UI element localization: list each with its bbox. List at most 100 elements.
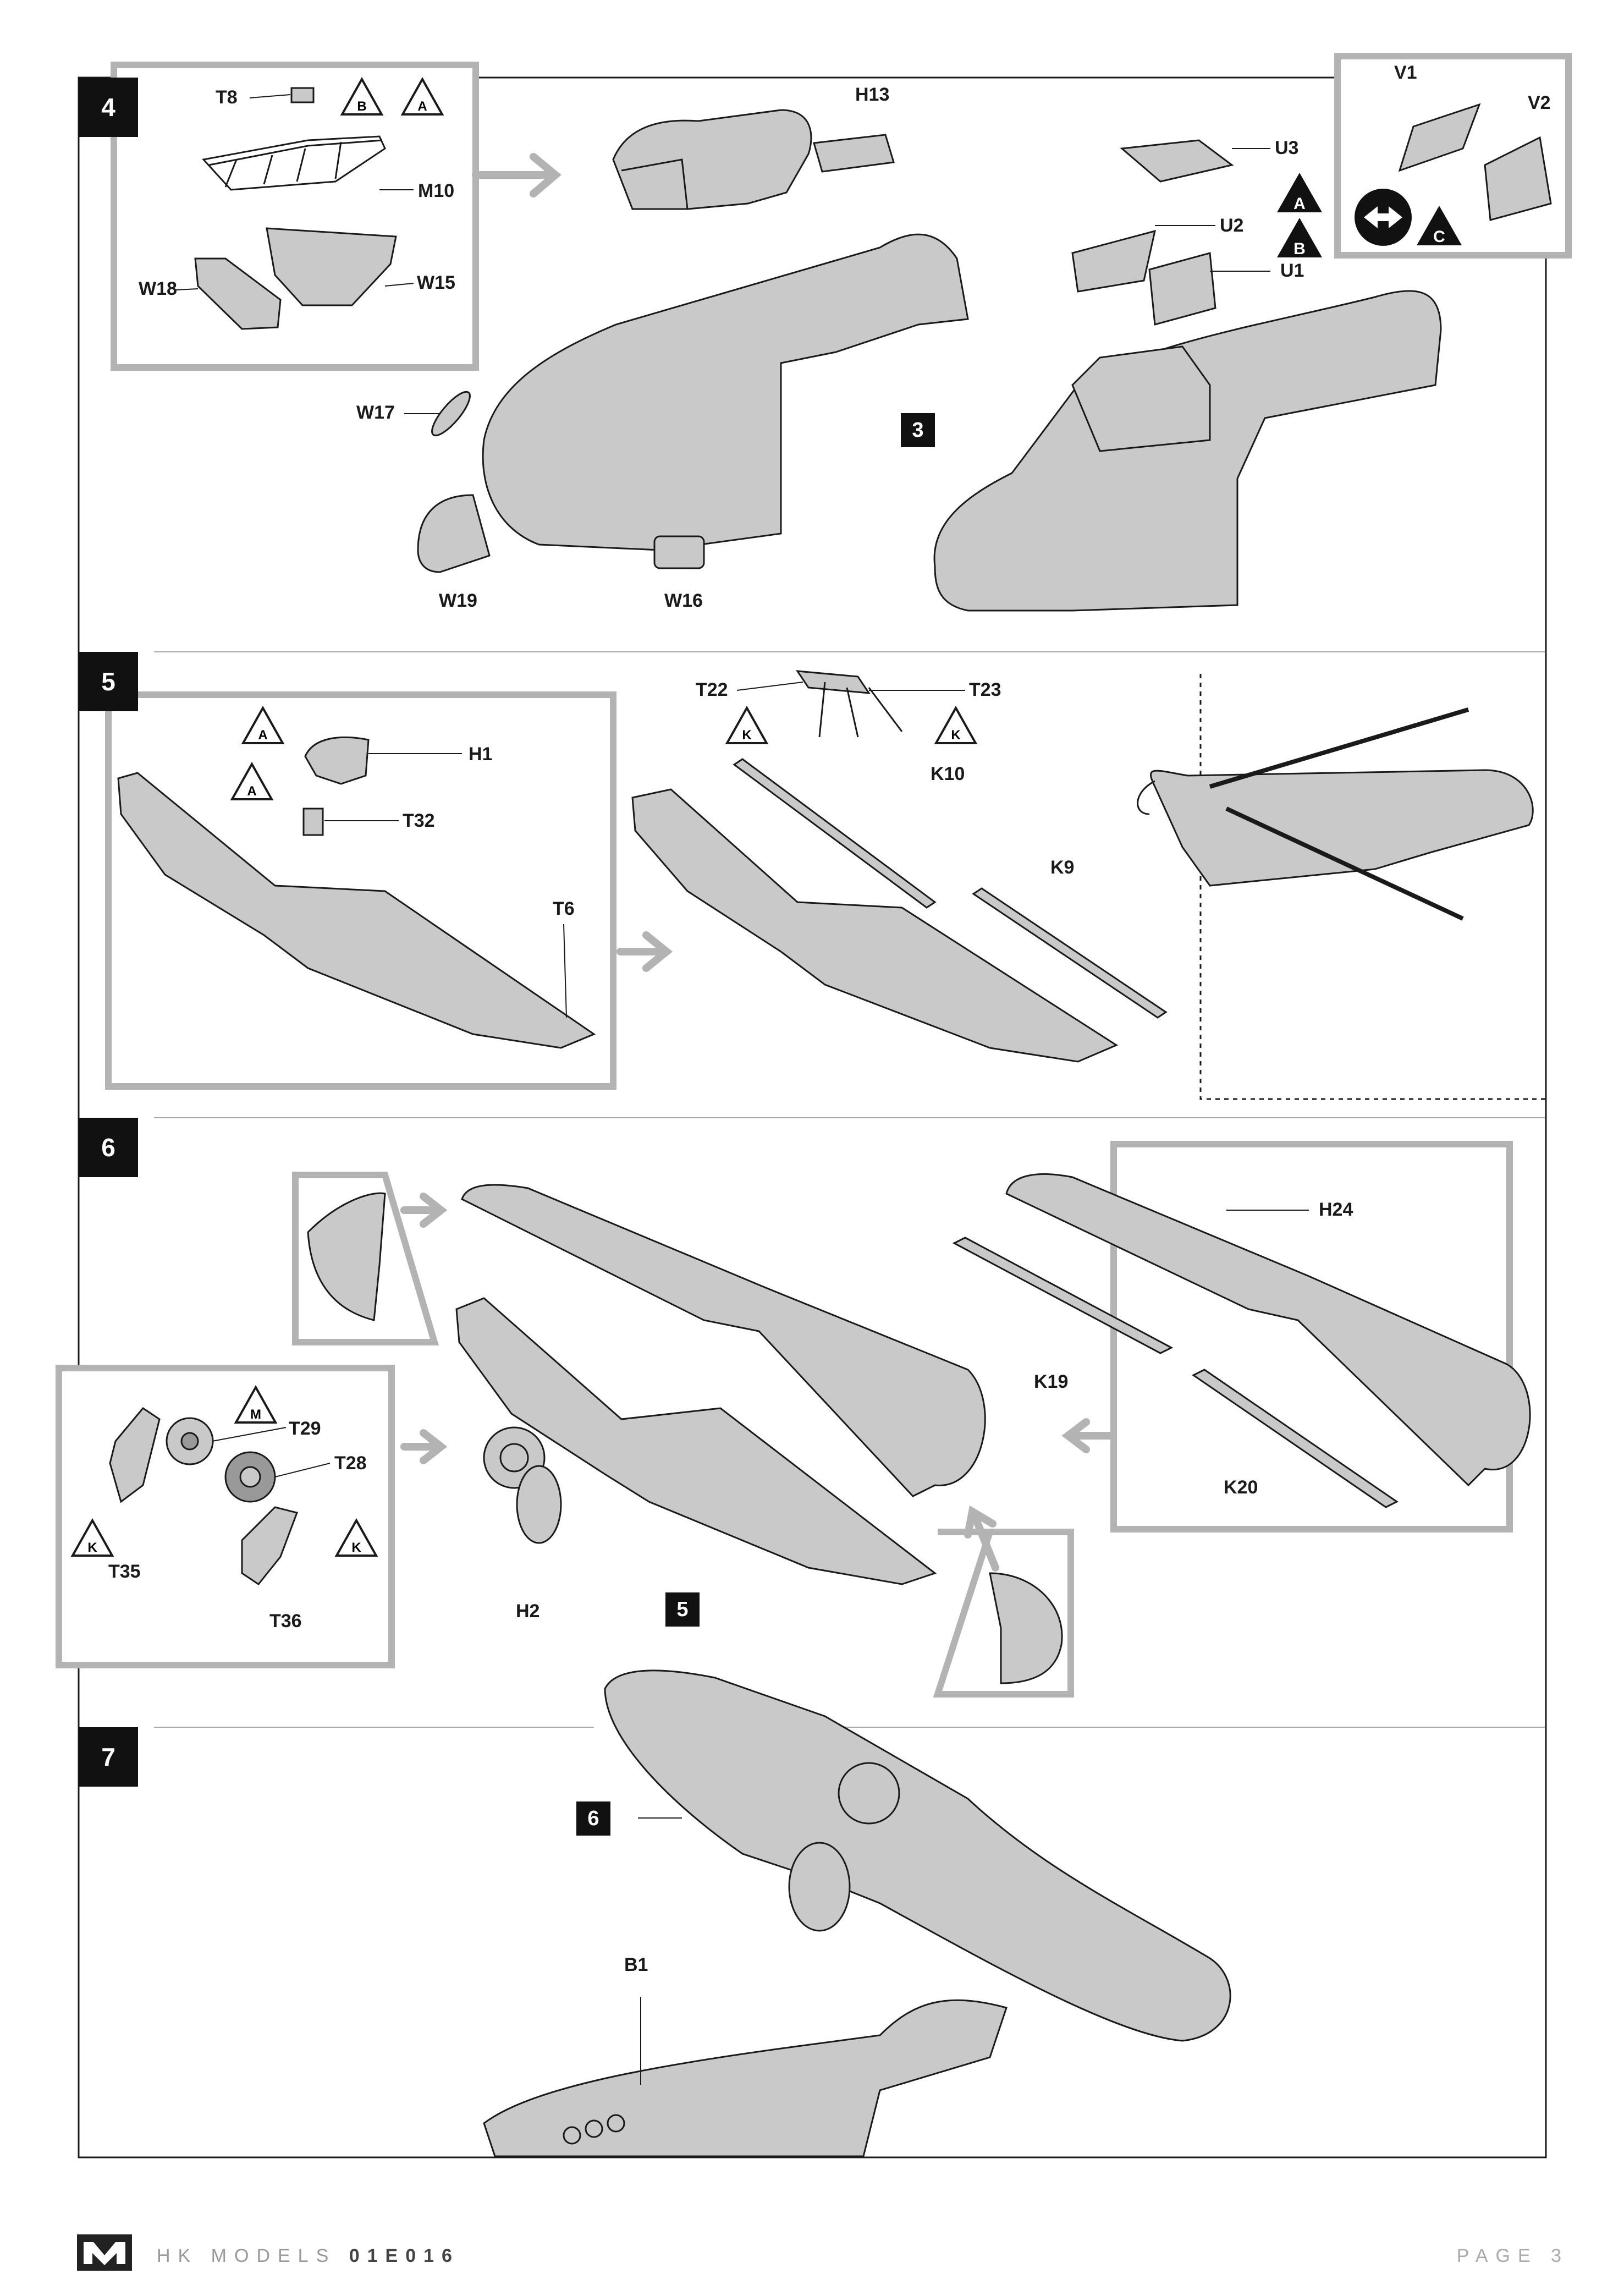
flow-arrow-6c [1061, 1418, 1115, 1453]
sub-ref-6: 6 [576, 1801, 610, 1836]
label-k10: K10 [931, 764, 965, 784]
part-w17 [431, 391, 471, 437]
part-m10 [202, 135, 386, 191]
label-t32: T32 [403, 810, 435, 831]
part-t8 [290, 87, 315, 103]
marker-triangle-a-2: A [241, 705, 285, 745]
part-w15 [266, 227, 397, 306]
label-t28: T28 [334, 1453, 367, 1474]
marker-triangle-k-1: K [725, 705, 769, 745]
tailwheel-7 [838, 1762, 900, 1825]
label-t23: T23 [969, 679, 1001, 700]
part-t22-t23 [796, 670, 903, 738]
label-t35: T35 [108, 1561, 141, 1582]
marker-label-m: M [250, 1407, 261, 1422]
marker-label-a-3: A [247, 784, 257, 799]
footer-page-number: PAGE 3 [1456, 2245, 1569, 2266]
marker-triangle-b-1: B [340, 76, 384, 117]
marker-label-k-4: K [351, 1540, 361, 1555]
part-w19 [417, 494, 491, 573]
tail-assembly [604, 1669, 1231, 2042]
label-w19: W19 [439, 590, 477, 611]
part-v2 [1484, 136, 1552, 221]
elevator-upper [461, 1184, 986, 1497]
part-h13 [813, 134, 895, 173]
part-v1 [1398, 103, 1481, 172]
marker-label-k-2: K [951, 728, 961, 743]
marker-triangle-b-filled: B [1275, 216, 1324, 260]
label-h13: H13 [855, 84, 890, 105]
flow-arrow-4 [472, 153, 561, 197]
label-h1: H1 [469, 744, 493, 765]
footer-brand: HK MODELS 01E016 [157, 2245, 460, 2267]
flow-arrow-6b [400, 1429, 448, 1464]
label-w18: W18 [139, 278, 177, 299]
marker-triangle-a-3: A [230, 761, 274, 801]
part-t36 [241, 1506, 298, 1586]
marker-label-k-1: K [742, 728, 752, 743]
marker-triangle-a-1: A [400, 76, 444, 117]
part-h2 [516, 1465, 562, 1544]
part-k10 [733, 758, 937, 909]
marker-label-c-filled: C [1433, 228, 1445, 246]
detail-box-elevator [1110, 1141, 1513, 1533]
marker-label-k-3: K [87, 1540, 97, 1555]
label-t36: T36 [269, 1611, 302, 1632]
marker-label-b-filled: B [1293, 240, 1306, 258]
marker-triangle-k-4: K [334, 1518, 378, 1558]
label-t22: T22 [696, 679, 728, 700]
tail-section-detail [1150, 769, 1534, 887]
label-k9: K9 [1050, 857, 1075, 878]
label-w15: W15 [417, 272, 455, 293]
sub-ref-5: 5 [665, 1592, 700, 1627]
part-k20 [1192, 1369, 1399, 1508]
label-u1: U1 [1280, 260, 1304, 281]
step-number-7: 7 [79, 1727, 138, 1787]
label-h24: H24 [1319, 1199, 1353, 1220]
flow-arrow-5 [616, 931, 673, 972]
label-k19: K19 [1034, 1371, 1069, 1392]
marker-label-a-2: A [258, 728, 268, 743]
part-w16 [653, 535, 705, 569]
label-u2: U2 [1220, 215, 1244, 236]
elevator-right [1005, 1173, 1531, 1487]
part-t6 [117, 772, 596, 1049]
fuselage-front-left [482, 233, 969, 551]
part-canopy-hood [612, 109, 812, 210]
footer-code: 01E016 [349, 2245, 460, 2266]
part-u2 [1071, 229, 1157, 293]
part-t35 [109, 1407, 161, 1503]
marker-triangle-a-filled: A [1275, 171, 1324, 215]
marker-triangle-c-filled: C [1414, 204, 1464, 248]
part-u3 [1120, 139, 1234, 183]
marker-triangle-k-3: K [70, 1518, 114, 1558]
marker-label-a-filled: A [1293, 195, 1306, 213]
marker-triangle-m: M [234, 1385, 278, 1425]
part-w18 [194, 257, 282, 330]
tailplane-middle [631, 788, 1119, 1063]
step-number-6: 6 [79, 1118, 138, 1177]
label-v1: V1 [1394, 62, 1417, 83]
footer-brand-prefix: HK MODELS [157, 2245, 337, 2266]
label-v2: V2 [1528, 92, 1551, 113]
label-k20: K20 [1224, 1477, 1258, 1498]
part-h1 [304, 737, 370, 785]
label-m10: M10 [418, 180, 455, 201]
label-u3: U3 [1275, 138, 1299, 158]
part-k9 [972, 887, 1168, 1019]
sub-ref-3: 3 [901, 413, 935, 447]
label-b1: B1 [624, 1954, 648, 1975]
detail-box-tailwheel [56, 1365, 395, 1668]
marker-triangle-k-2: K [934, 705, 978, 745]
part-u1 [1148, 252, 1216, 326]
tailplane-lower [455, 1297, 937, 1585]
part-b1 [483, 1999, 1008, 2157]
step-number-4: 4 [79, 78, 138, 137]
label-w17: W17 [356, 402, 395, 423]
marker-label-b: B [357, 99, 367, 114]
flow-arrow-6d [964, 1505, 999, 1572]
flow-arrow-6a [400, 1193, 448, 1228]
marker-label-a: A [417, 99, 427, 114]
hk-models-logo [77, 2234, 132, 2271]
